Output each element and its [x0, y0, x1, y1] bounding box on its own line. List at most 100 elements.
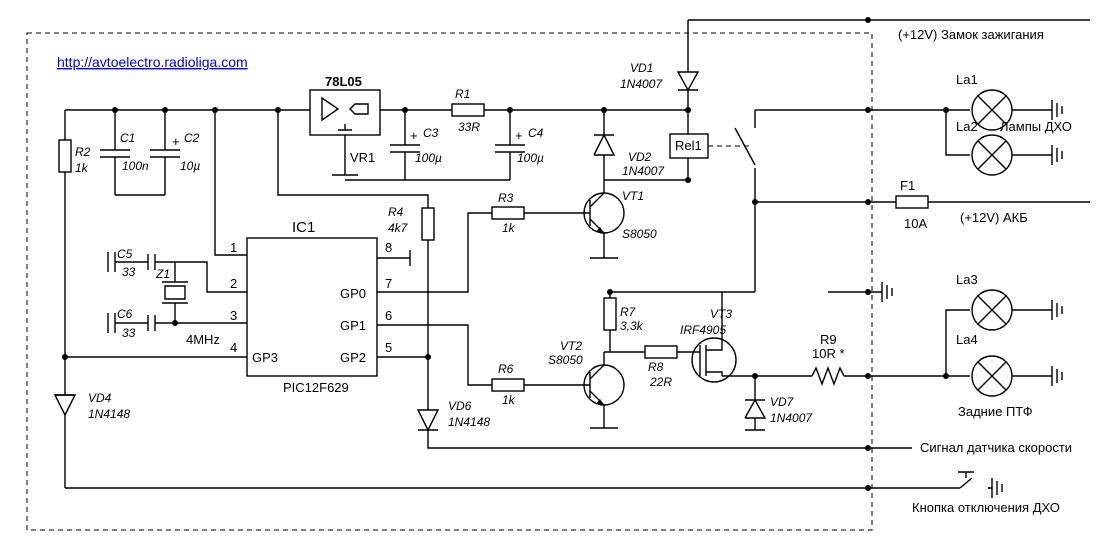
- svg-text:VT2: VT2: [560, 339, 582, 353]
- svg-text:R8: R8: [648, 360, 664, 374]
- svg-text:R1: R1: [455, 87, 470, 101]
- diode-vd1: VD1 1N4007: [620, 61, 700, 92]
- svg-text:4k7: 4k7: [388, 221, 409, 235]
- svg-text:S8050: S8050: [548, 353, 583, 367]
- svg-text:1N4148: 1N4148: [448, 415, 490, 429]
- svg-text:4MHz: 4MHz: [186, 332, 220, 347]
- regulator-name: 78L05: [325, 74, 362, 89]
- svg-text:VD2: VD2: [628, 150, 652, 164]
- relay-rel1: Rel1: [669, 109, 760, 292]
- website-link[interactable]: http://avtoelectro.radioliga.com: [57, 54, 248, 70]
- svg-text:GP0: GP0: [340, 286, 366, 301]
- svg-text:Кнопка отключения ДХО: Кнопка отключения ДХО: [912, 500, 1060, 515]
- battery-label: (+12V) АКБ: [960, 210, 1028, 225]
- rear-fog-label: Задние ПТФ: [958, 404, 1033, 419]
- regulator-ref: VR1: [350, 150, 375, 165]
- svg-text:22R: 22R: [649, 375, 672, 389]
- svg-text:VT1: VT1: [622, 189, 644, 203]
- crystal-z1: Z1 4MHz: [155, 262, 220, 347]
- svg-text:+: +: [515, 128, 523, 143]
- resistor-r8: R8 22R: [644, 345, 700, 389]
- diode-vd7: VD7 1N4007: [744, 376, 813, 431]
- speed-signal-label: Сигнал датчика скорости: [920, 440, 1072, 455]
- capacitor-c5: C5 33: [107, 247, 175, 279]
- svg-text:R3: R3: [498, 191, 514, 205]
- svg-text:GP3: GP3: [252, 350, 278, 365]
- svg-text:100µ: 100µ: [415, 151, 442, 165]
- ignition-label: (+12V) Замок зажигания: [898, 27, 1044, 42]
- svg-text:Z1: Z1: [155, 267, 170, 281]
- svg-text:1: 1: [230, 240, 237, 255]
- svg-text:C5: C5: [117, 247, 133, 261]
- svg-text:100n: 100n: [122, 159, 149, 173]
- lamp-la1: La1: [956, 72, 1063, 131]
- svg-text:33R: 33R: [458, 120, 480, 134]
- svg-text:10µ: 10µ: [180, 159, 200, 173]
- drl-off-button: Кнопка отключения ДХО: [912, 471, 1060, 515]
- svg-text:1k: 1k: [502, 221, 516, 235]
- svg-text:2: 2: [230, 276, 237, 291]
- svg-text:3: 3: [230, 308, 237, 323]
- svg-text:C4: C4: [528, 126, 544, 140]
- lamp-la4: La4: [956, 332, 1063, 397]
- transistor-vt1: VT1 S8050: [583, 180, 657, 259]
- fuse-f1: F1 10A: [895, 178, 929, 231]
- svg-text:S8050: S8050: [622, 227, 657, 241]
- diode-vd4: VD4 1N4148: [53, 391, 130, 488]
- svg-text:VD4: VD4: [88, 391, 112, 405]
- svg-text:La1: La1: [956, 72, 978, 87]
- svg-text:C2: C2: [184, 131, 200, 145]
- drl-lamps-label: Лампы ДХО: [1000, 119, 1072, 134]
- svg-text:R7: R7: [620, 305, 637, 319]
- power-input-section: 78L05 VR1: [65, 19, 868, 176]
- svg-text:GP2: GP2: [340, 350, 366, 365]
- resistor-r1: R1 33R: [451, 87, 485, 134]
- svg-text:1k: 1k: [75, 161, 89, 175]
- svg-text:F1: F1: [900, 178, 915, 193]
- svg-text:IC1: IC1: [292, 219, 315, 236]
- svg-text:C6: C6: [117, 307, 133, 321]
- svg-text:100µ: 100µ: [517, 151, 544, 165]
- capacitor-c4: + C4 100µ: [495, 110, 544, 180]
- capacitor-c3: + C3 100µ: [390, 110, 442, 180]
- svg-text:1N4007: 1N4007: [620, 77, 663, 91]
- svg-text:33: 33: [122, 265, 136, 279]
- svg-text:5: 5: [385, 340, 392, 355]
- svg-text:IRF4905: IRF4905: [680, 323, 726, 337]
- capacitor-c1: C1 100n: [100, 110, 149, 195]
- resistor-r3: R3 1k: [491, 191, 590, 235]
- resistor-r4: R4 4k7: [388, 205, 435, 410]
- diode-vd6: VD6 1N4148: [416, 399, 868, 449]
- svg-text:1N4007: 1N4007: [622, 164, 665, 178]
- svg-text:C1: C1: [120, 131, 135, 145]
- svg-text:3,3k: 3,3k: [620, 319, 644, 333]
- svg-text:Rel1: Rel1: [675, 138, 702, 153]
- svg-text:+: +: [410, 128, 418, 143]
- svg-text:7: 7: [385, 276, 392, 291]
- svg-text:6: 6: [385, 308, 392, 323]
- transistor-vt3: VT3 IRF4905: [680, 292, 755, 383]
- resistor-r9: R9 10R *: [811, 332, 946, 386]
- svg-text:R2: R2: [75, 145, 91, 159]
- svg-text:R6: R6: [498, 362, 514, 376]
- svg-text:33: 33: [122, 326, 136, 340]
- svg-text:La2: La2: [956, 119, 978, 134]
- svg-text:+: +: [172, 134, 180, 149]
- svg-text:1k: 1k: [502, 393, 516, 407]
- capacitor-c6: C6 33: [107, 307, 175, 340]
- ic1-pic12f629: IC1 PIC12F629 1 2 3 4 8 7 6 5 GP0 GP1 GP…: [230, 219, 392, 395]
- transistor-vt2: VT2 S8050: [548, 339, 625, 429]
- svg-text:C3: C3: [423, 126, 439, 140]
- resistor-r6: R6 1k: [491, 362, 590, 407]
- svg-text:1N4148: 1N4148: [88, 407, 130, 421]
- svg-text:10R *: 10R *: [812, 346, 845, 361]
- svg-text:VD7: VD7: [770, 395, 795, 409]
- capacitor-c2: + C2 10µ: [150, 110, 200, 195]
- svg-text:La4: La4: [956, 332, 978, 347]
- svg-text:1N4007: 1N4007: [770, 411, 813, 425]
- svg-text:8: 8: [385, 240, 392, 255]
- svg-text:R4: R4: [388, 205, 404, 219]
- svg-text:PIC12F629: PIC12F629: [283, 380, 349, 395]
- svg-text:La3: La3: [956, 272, 978, 287]
